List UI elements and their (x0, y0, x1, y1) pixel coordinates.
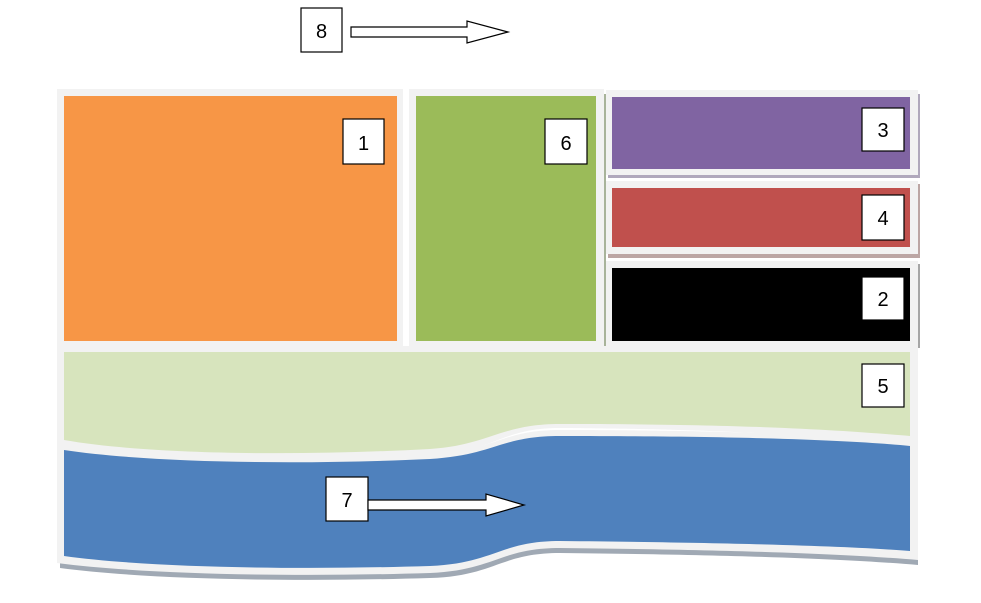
label-box-2 (861, 276, 905, 321)
label-3: 3 (877, 120, 888, 142)
label-box-6 (544, 118, 588, 165)
region-7: 7 (57, 430, 918, 580)
region-5-fill (64, 352, 910, 454)
label-box-4 (861, 194, 905, 241)
right-arrow-icon (350, 20, 511, 44)
region-1-fill (64, 96, 397, 341)
region-6: 6 (409, 89, 606, 352)
right-arrow-icon (367, 493, 527, 517)
label-box-8 (300, 7, 343, 53)
label-4: 4 (877, 208, 888, 230)
region-4-fill (612, 188, 910, 247)
label-box-3 (861, 107, 905, 152)
region-4: 4 (606, 181, 920, 258)
label-6: 6 (560, 133, 571, 155)
region-5: 5 (57, 346, 918, 461)
label-5: 5 (877, 376, 888, 398)
region-3-fill (612, 97, 910, 169)
region-3: 3 (606, 90, 920, 178)
label-7: 7 (341, 490, 352, 512)
region-1: 1 (57, 89, 403, 350)
label-box-1 (342, 118, 385, 165)
label-box-5 (861, 363, 905, 408)
region-2-fill (612, 268, 910, 341)
label-8: 8 (316, 21, 327, 43)
label-group-8: 8 (300, 7, 343, 53)
region-2: 2 (606, 261, 920, 348)
label-box-7 (325, 476, 369, 522)
label-2: 2 (877, 289, 888, 311)
label-1: 1 (358, 133, 369, 155)
